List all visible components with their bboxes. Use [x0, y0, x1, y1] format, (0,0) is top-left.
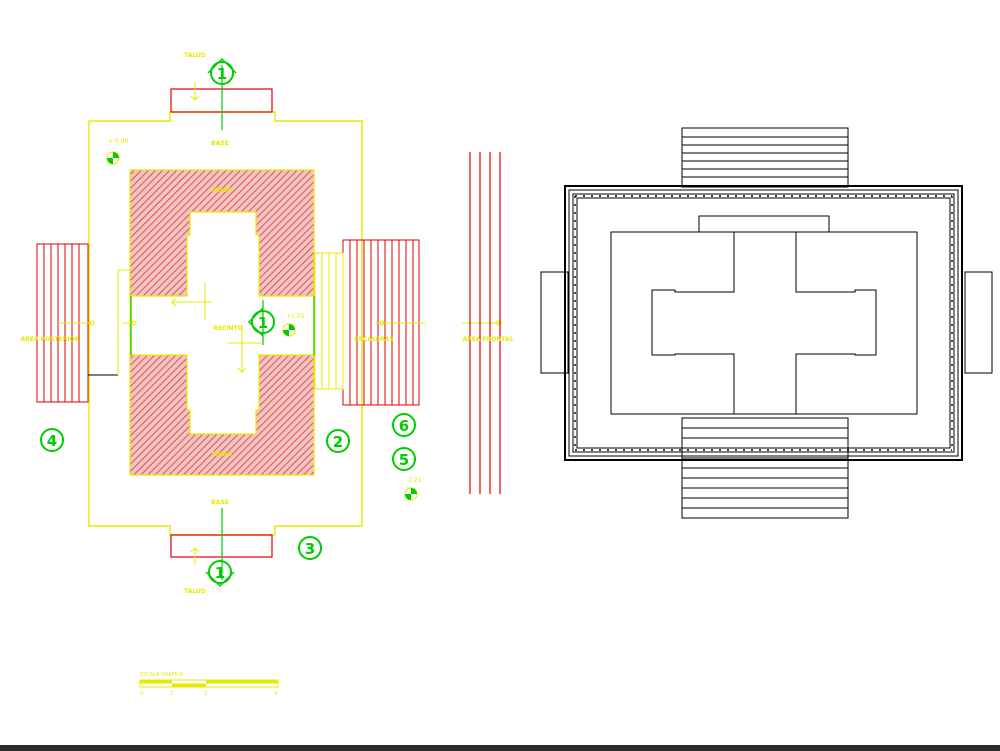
roof-plan	[540, 127, 993, 519]
marker-4-number: 4	[47, 432, 57, 450]
marker-center-number: 1	[258, 314, 268, 332]
section-marker-3: 3	[298, 536, 322, 560]
scale-title: ESCALA GRAFICA	[140, 672, 184, 678]
right-landing-steps	[314, 252, 344, 390]
recinto-outline	[130, 211, 315, 435]
label-muro-top: MURO	[212, 187, 233, 194]
marker-2-number: 2	[333, 433, 343, 451]
scale-tick-2: 2	[204, 691, 207, 697]
bottom-status-rule	[0, 745, 1000, 751]
base-outline	[88, 111, 363, 536]
graphic-scale: ESCALA GRAFICA 0 1 2 4	[139, 672, 279, 697]
level-upper: + 0.00	[108, 138, 128, 145]
scale-tick-4: 4	[274, 691, 277, 697]
label-muro-bottom: MURO	[212, 451, 233, 458]
label-base-bottom: BASE	[211, 499, 229, 506]
label-far-area: AREA FRONTAL	[462, 336, 513, 343]
label-talud-bottom: TALUD	[184, 588, 206, 595]
roof-cross	[651, 231, 877, 415]
floor-plan: 1 1 1 2 3 4 5 6	[21, 52, 514, 697]
scale-tick-1: 1	[170, 691, 173, 697]
roof-right-wing	[964, 271, 993, 374]
roof-top-ledge	[698, 215, 830, 233]
level-center: +1.25	[286, 313, 305, 320]
level-lower: - 2.21	[404, 477, 422, 484]
section-marker-bottom: 1	[205, 560, 235, 588]
label-right-area: ESCALERAS	[355, 336, 394, 343]
level-symbol-center	[282, 323, 296, 337]
label-recinto: RECINTO	[213, 325, 243, 332]
section-marker-2: 2	[326, 429, 350, 453]
section-marker-5: 5	[392, 447, 416, 471]
level-symbol-upper	[106, 151, 120, 165]
roof-bottom-stairs	[681, 417, 849, 519]
marker-5-number: 5	[399, 451, 409, 469]
marker-6-number: 6	[399, 417, 409, 435]
level-arrows	[58, 82, 502, 565]
roof-left-wing	[540, 271, 569, 374]
section-marker-6: 6	[392, 413, 416, 437]
marker-bottom-number: 1	[215, 564, 225, 582]
scale-tick-0: 0	[140, 691, 143, 697]
label-base-top: BASE	[211, 140, 229, 147]
section-marker-top: 1	[207, 57, 237, 85]
section-marker-4: 4	[40, 428, 64, 452]
section-red-lines	[469, 152, 501, 494]
marker-3-number: 3	[305, 540, 315, 558]
roof-outer-frame	[564, 185, 963, 461]
roof-top-stairs	[681, 127, 849, 188]
label-left-area: AREA POSTERIOR	[21, 336, 80, 343]
section-marker-center: 1	[247, 307, 275, 337]
level-symbol-lower	[404, 487, 418, 501]
label-talud-top: TALUD	[184, 52, 206, 59]
marker-top-number: 1	[217, 65, 227, 83]
